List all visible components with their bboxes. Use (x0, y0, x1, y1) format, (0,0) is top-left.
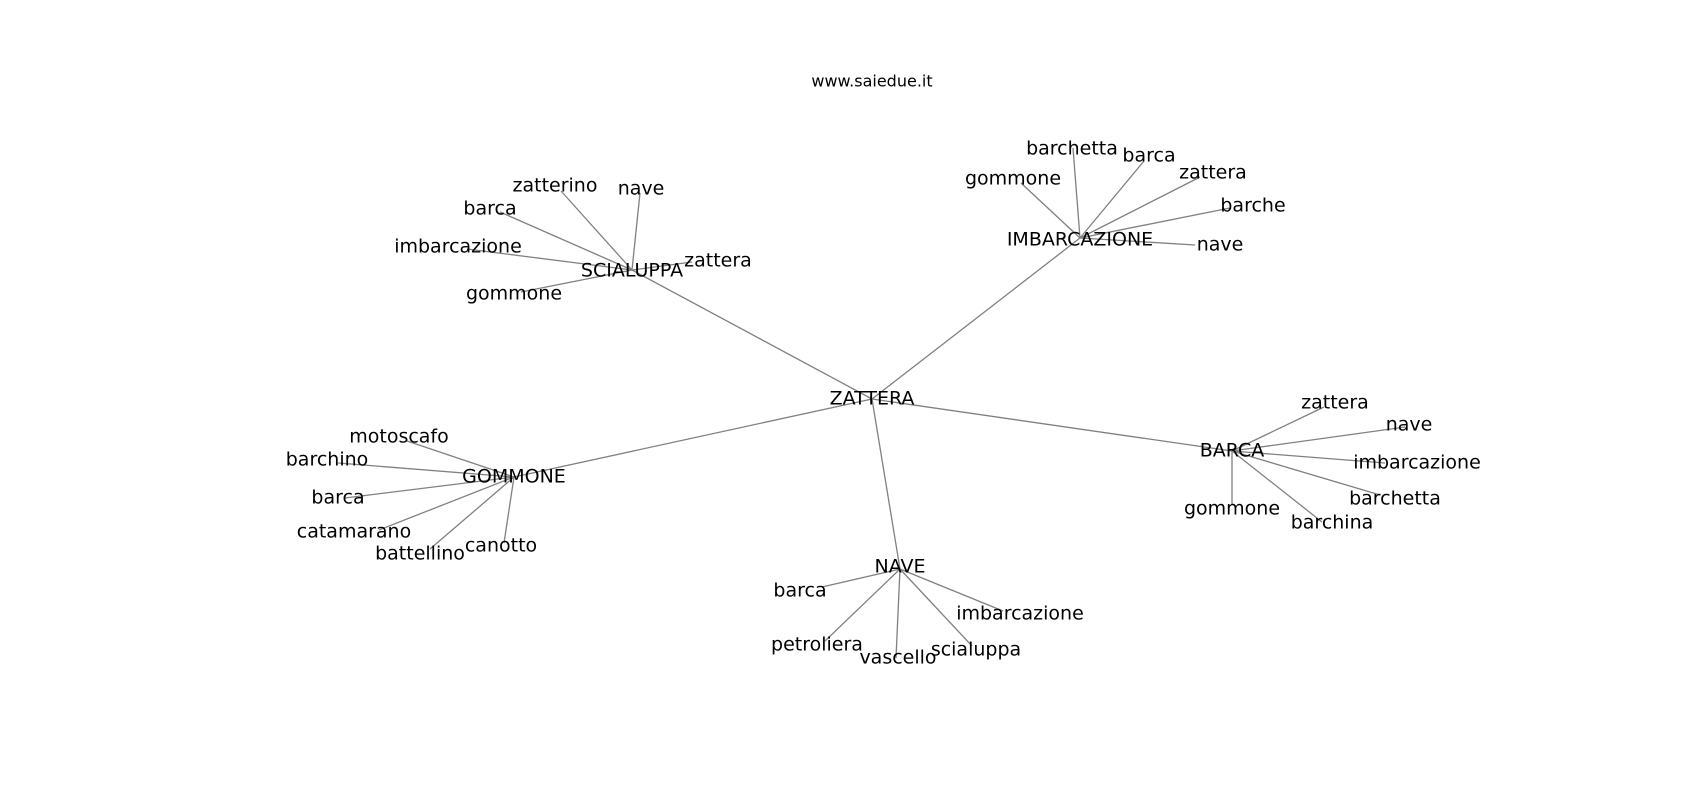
edge-nave-to-imbarcazione (899, 568, 1004, 612)
edge-root-to-scialuppa (631, 269, 873, 400)
edge-barca-to-nave (1231, 426, 1406, 452)
leaf-node-label: scialuppa (931, 639, 1021, 661)
leaf-node-label: barca (463, 198, 516, 220)
leaf-node-label: zattera (1179, 162, 1247, 184)
leaf-node-label: barca (1122, 145, 1175, 167)
edge-scialuppa-to-gommone (520, 269, 633, 293)
edge-nave-to-barca (821, 568, 901, 588)
edges (337, 147, 1406, 659)
leaf-node-label: barca (773, 580, 826, 602)
edge-barca-to-zattera (1231, 406, 1325, 452)
leaf-node-label: gommone (1184, 498, 1280, 520)
leaf-node-label: imbarcazione (394, 236, 522, 258)
leaf-node-label: zattera (1301, 392, 1369, 414)
edge-barca-to-barchetta (1231, 450, 1381, 496)
edge-scialuppa-to-barca (499, 211, 633, 271)
node-labels: ZATTERA SCIALUPPA zatterino nave barca imbarc… (286, 138, 1481, 669)
edge-root-to-nave (871, 398, 901, 570)
edge-nave-to-vascello (895, 568, 901, 659)
edge-imbarcazione-to-barchetta (1072, 147, 1081, 239)
leaf-node-label: petroliera (771, 634, 863, 656)
edge-gommone-to-barchino (337, 462, 515, 478)
edge-scialuppa-to-nave (631, 192, 641, 271)
edge-root-to-gommone (513, 398, 873, 478)
edge-imbarcazione-to-barche (1079, 207, 1231, 239)
site-watermark: www.saiedue.it (811, 72, 932, 91)
hub-node-label: NAVE (875, 556, 926, 578)
leaf-node-label: barchino (286, 449, 369, 471)
edge-barca-to-imbarcazione (1231, 450, 1386, 464)
hub-node-label: BARCA (1200, 440, 1265, 462)
edge-imbarcazione-to-nave (1079, 237, 1196, 246)
leaf-node-label: vascello (859, 647, 936, 669)
edge-scialuppa-to-zattera (631, 261, 693, 271)
edge-scialuppa-to-zatterino (560, 190, 633, 271)
leaf-node-label: nave (1386, 414, 1433, 436)
leaf-node-label: battellino (375, 543, 465, 565)
hub-node-label: SCIALUPPA (581, 260, 683, 282)
leaf-node-label: catamarano (297, 521, 411, 543)
edge-imbarcazione-to-zattera (1079, 176, 1201, 239)
edge-gommone-to-motoscafo (406, 440, 515, 478)
leaf-node-label: barchetta (1026, 138, 1118, 160)
leaf-node-label: barchina (1291, 512, 1374, 534)
edge-nave-to-scialuppa (899, 568, 973, 647)
leaf-node-label: canotto (465, 535, 537, 557)
hub-node-label: IMBARCAZIONE (1007, 229, 1153, 251)
root-node-label: ZATTERA (830, 388, 915, 410)
edge-imbarcazione-to-barca (1079, 160, 1145, 239)
edge-gommone-to-battellino (429, 476, 515, 550)
hub-node-label: GOMMONE (462, 466, 566, 488)
edge-imbarcazione-to-gommone (1020, 182, 1081, 239)
leaf-node-label: gommone (466, 283, 562, 305)
leaf-node-label: barche (1220, 195, 1285, 217)
leaf-node-label: nave (1197, 234, 1244, 256)
leaf-node-label: imbarcazione (956, 603, 1084, 625)
leaf-node-label: barchetta (1349, 488, 1441, 510)
edge-gommone-to-catamarano (378, 476, 515, 531)
leaf-node-label: zattera (684, 250, 752, 272)
edge-barca-to-barchina (1231, 450, 1323, 523)
leaf-node-label: zatterino (513, 175, 598, 197)
leaf-node-label: gommone (965, 168, 1061, 190)
edge-scialuppa-to-imbarcazione (466, 248, 633, 271)
leaf-node-label: imbarcazione (1353, 452, 1481, 474)
leaf-node-label: nave (618, 178, 665, 200)
edge-root-to-barca (871, 398, 1233, 452)
leaf-node-label: barca (311, 487, 364, 509)
leaf-node-label: motoscafo (349, 426, 449, 448)
edge-gommone-to-canotto (503, 476, 515, 544)
edge-nave-to-petroliera (824, 568, 901, 642)
edge-gommone-to-barca (344, 476, 515, 499)
edge-root-to-imbarcazione (871, 237, 1081, 400)
